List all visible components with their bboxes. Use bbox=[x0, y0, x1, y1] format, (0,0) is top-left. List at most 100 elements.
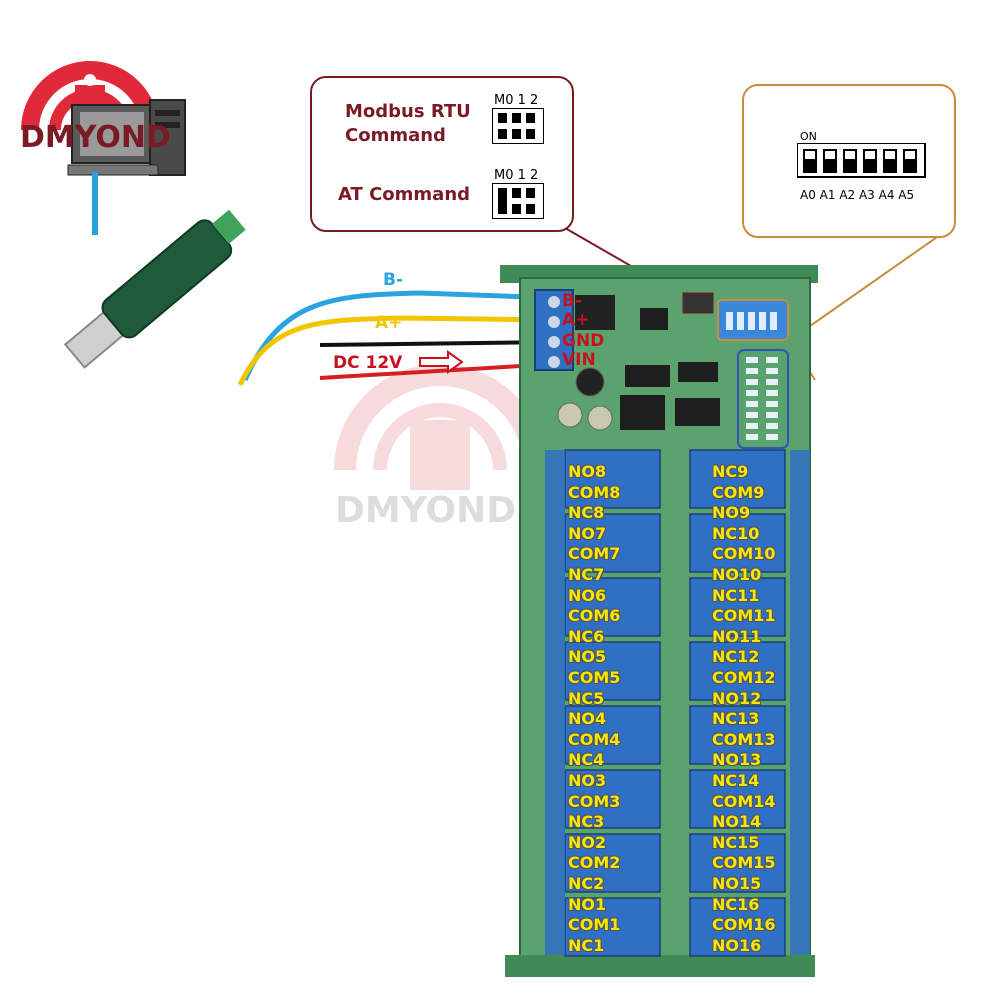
at-command-label: AT Command bbox=[338, 184, 471, 205]
capacitor bbox=[557, 402, 583, 428]
dc-12v-label: DC 12V bbox=[333, 353, 403, 373]
relay-contact-label: NO15 bbox=[712, 874, 762, 893]
relay-contact-label: NC5 bbox=[568, 688, 605, 708]
capacitor bbox=[587, 405, 613, 431]
relay-contact-label: NC14 bbox=[712, 771, 760, 790]
jumper-at-icon bbox=[492, 183, 544, 219]
relay bbox=[689, 769, 786, 829]
relay-contact-label: NC9 bbox=[712, 462, 749, 481]
relay-contact-label: NC12 bbox=[712, 647, 760, 667]
relay-contact-label: NO6 bbox=[568, 585, 607, 605]
led-indicator bbox=[746, 434, 758, 440]
dip-address-labels: A0 A1 A2 A3 A4 A5 bbox=[800, 188, 915, 202]
led-indicator bbox=[766, 423, 778, 429]
relay-contact-label: COM10 bbox=[712, 544, 776, 564]
ic-chip bbox=[675, 398, 720, 426]
jumper-header-at: M0 1 2 bbox=[494, 168, 539, 183]
relay-contact-label: COM9 bbox=[712, 482, 765, 502]
mode-jumper-header[interactable] bbox=[682, 292, 714, 314]
relay-contact-label: COM5 bbox=[568, 668, 621, 687]
relay-contact-label: NO7 bbox=[568, 523, 607, 543]
callout-line-dip bbox=[789, 234, 941, 341]
relay-contact-label: COM4 bbox=[568, 729, 621, 749]
led-indicator bbox=[746, 379, 758, 385]
led-indicator bbox=[766, 368, 778, 374]
relay-contact-label: COM2 bbox=[568, 853, 621, 873]
relay-contact-label: COM3 bbox=[568, 791, 621, 811]
terminal-a-plus: A+ bbox=[562, 310, 590, 330]
relay-contact-label: COM8 bbox=[568, 482, 621, 502]
relay-contact-label: COM11 bbox=[712, 606, 776, 626]
jumper-header-modbus: M0 1 2 bbox=[494, 93, 539, 108]
usb-adapter-icon bbox=[63, 209, 246, 369]
relay-contact-label: NO5 bbox=[568, 647, 607, 667]
led-indicator bbox=[746, 401, 758, 407]
relay-contact-label: NO9 bbox=[712, 503, 751, 523]
relay-contact-label: COM15 bbox=[712, 853, 776, 873]
relay-contact-label: NO14 bbox=[712, 812, 762, 832]
ic-chip bbox=[640, 308, 668, 330]
relay bbox=[689, 513, 786, 573]
computer-icon bbox=[67, 99, 186, 176]
relay-contact-label: COM13 bbox=[712, 729, 776, 749]
relay bbox=[564, 833, 661, 893]
relay-contact-label: COM16 bbox=[712, 915, 776, 935]
terminal-gnd: GND bbox=[562, 331, 605, 351]
relay-contact-label: COM7 bbox=[568, 544, 621, 564]
relay bbox=[564, 769, 661, 829]
relay bbox=[564, 897, 661, 957]
vin-wire bbox=[319, 362, 556, 380]
led-indicator bbox=[746, 368, 758, 374]
led-indicator bbox=[766, 390, 778, 396]
relay-contact-label: NC10 bbox=[712, 523, 760, 543]
modbus-rtu-label: Modbus RTU Command bbox=[345, 101, 471, 146]
din-rail-bottom bbox=[505, 955, 815, 977]
watermark-text: DMYOND bbox=[335, 490, 517, 531]
capacitor bbox=[575, 367, 605, 397]
right-terminal-strip bbox=[790, 450, 810, 955]
led-indicator bbox=[746, 412, 758, 418]
relay bbox=[689, 641, 786, 701]
a-plus-wire-label: A+ bbox=[375, 313, 403, 333]
a-plus-wire bbox=[237, 315, 556, 387]
relay-contact-label: NO11 bbox=[712, 626, 762, 646]
relay-contact-label: NO12 bbox=[712, 688, 762, 708]
regulator-chip bbox=[575, 295, 615, 330]
left-terminal-strip bbox=[545, 450, 565, 955]
relay-contact-label: NC2 bbox=[568, 874, 605, 893]
relay-contact-label: NC8 bbox=[568, 503, 605, 523]
relay-contact-label: NC13 bbox=[712, 709, 760, 729]
relay-contact-label: NC11 bbox=[712, 585, 760, 605]
relay-contact-label: COM14 bbox=[712, 791, 776, 811]
relay-contact-label: NO4 bbox=[568, 709, 607, 729]
relay-contact-label: NC15 bbox=[712, 832, 760, 852]
relay bbox=[689, 897, 786, 957]
led-indicator bbox=[766, 434, 778, 440]
led-indicator bbox=[766, 401, 778, 407]
relay-contact-label: NO16 bbox=[712, 935, 762, 955]
led-indicator bbox=[766, 379, 778, 385]
led-indicator bbox=[746, 423, 758, 429]
watermark-logo bbox=[334, 364, 546, 490]
led-indicator-group bbox=[737, 349, 789, 449]
relay-contact-label: NC3 bbox=[568, 812, 605, 832]
relay-contact-label: NC16 bbox=[712, 894, 760, 914]
ic-chip bbox=[678, 362, 718, 382]
relay bbox=[689, 577, 786, 637]
relay-contact-label: NO8 bbox=[568, 462, 607, 481]
led-indicator bbox=[766, 357, 778, 363]
relay bbox=[689, 449, 786, 509]
relay-contact-label: NC4 bbox=[568, 750, 605, 770]
jumper-modbus-icon bbox=[492, 108, 544, 144]
relay-contact-label: COM12 bbox=[712, 668, 776, 687]
relay-contact-label: NC7 bbox=[568, 565, 605, 584]
arrow-right-icon bbox=[419, 350, 464, 374]
dip-on-label: ON bbox=[800, 130, 817, 143]
terminal-b-minus: B- bbox=[562, 291, 583, 311]
relay-contact-label: NO3 bbox=[568, 771, 607, 790]
ic-chip bbox=[625, 365, 670, 387]
relay bbox=[689, 833, 786, 893]
relay bbox=[564, 513, 661, 573]
relay-contact-label: COM1 bbox=[568, 915, 621, 935]
